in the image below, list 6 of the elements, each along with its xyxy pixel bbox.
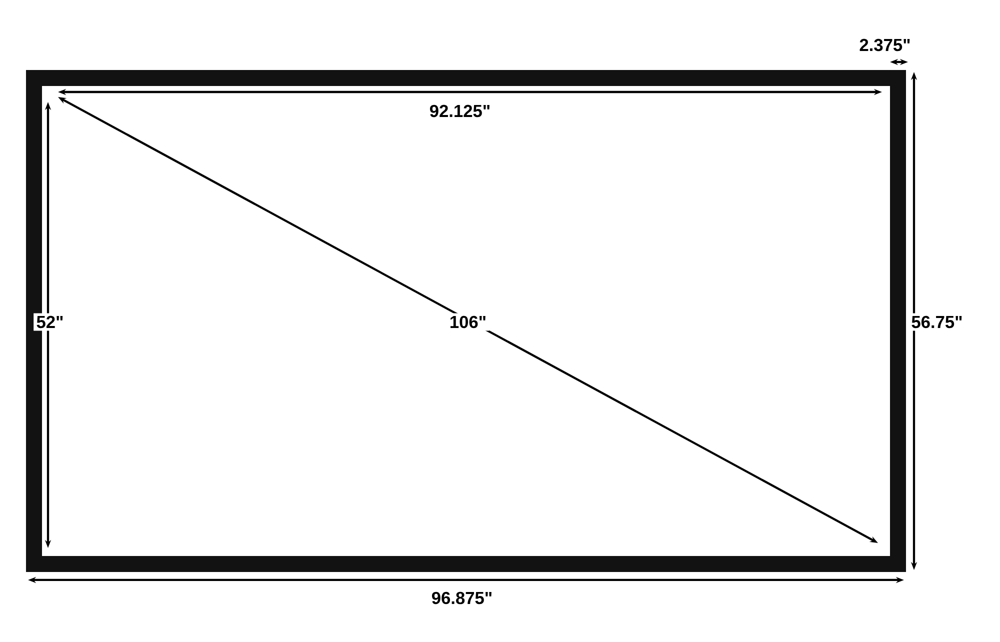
dimension-label: 96.875" (428, 589, 496, 607)
dimension-label: 56.75" (908, 313, 966, 331)
dimension-label: 2.375" (856, 36, 914, 54)
dimension-label: 106" (446, 313, 490, 331)
dimension-label: 52" (34, 313, 66, 331)
dimension-label: 92.125" (426, 102, 494, 120)
